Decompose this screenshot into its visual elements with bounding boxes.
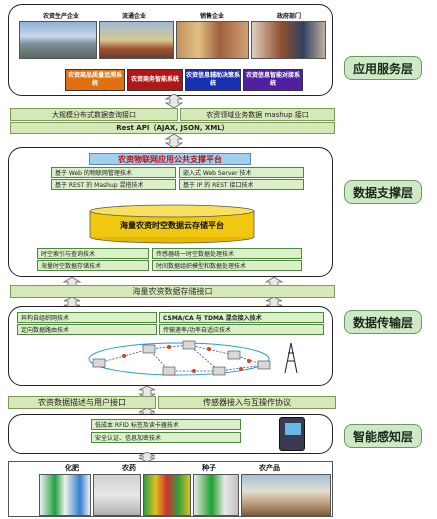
distributed-query-interface: 大规模分布式数据查询接口 — [10, 108, 178, 121]
products-frame: 化肥 农药 种子 农产品 — [8, 461, 333, 517]
platform-tech: 基于 IP 的 REST 接口技术 — [179, 179, 304, 190]
double-arrow-icon — [164, 94, 184, 108]
seed-photo — [193, 474, 239, 516]
transport-tech: 传输速率/功率自适应技术 — [159, 324, 324, 335]
enterprise-label: 销售企业 — [199, 13, 224, 20]
transport-tech: CSMA/CA 与 TDMA 混合接入技术 — [159, 312, 324, 323]
sensor-network-diagram — [88, 340, 298, 376]
factory-photo — [19, 21, 97, 59]
data-support-layer-label: 数据支撑层 — [344, 180, 422, 204]
platform-tech: 基于 REST 的 Mashup 混搭技术 — [51, 179, 176, 190]
fertilizer-photo — [39, 474, 91, 516]
traceability-system[interactable]: 农资商品质量追溯系统 — [65, 69, 125, 91]
storage-tech: 时间数据组织模型和数据处理技术 — [152, 260, 302, 271]
rfid-reader-icon — [279, 417, 305, 451]
double-arrow-icon — [138, 386, 156, 398]
mashup-interface: 农资领域业务数据 mashup 接口 — [180, 108, 335, 121]
agri-product-photo — [241, 474, 331, 516]
product-label-seed: 种子 — [202, 464, 216, 472]
perception-tech: 低成本 RFID 标签及读卡器技术 — [91, 419, 241, 430]
storage-tech: 时空索引与查询技术 — [37, 248, 149, 259]
transport-tech: 定向数据路由技术 — [17, 324, 157, 335]
logistics-photo — [99, 21, 174, 59]
perception-layer-label: 智能感知层 — [344, 424, 422, 448]
product-label-fertilizer: 化肥 — [65, 464, 79, 472]
storage-tech: 海量时空数据存储技术 — [37, 260, 149, 271]
transport-tech: 异构自组织网技术 — [17, 312, 157, 323]
pesticide-photo — [93, 474, 141, 516]
double-arrow-icon — [164, 134, 184, 148]
platform-tech: 嵌入式 Web Server 技术 — [179, 167, 304, 178]
enterprise-label: 政府部门 — [276, 13, 301, 20]
product-label-agri-product: 农产品 — [259, 464, 280, 472]
enterprise-label: 农资生产企业 — [42, 13, 79, 20]
storage-interface-bar: 海量农资数据存储接口 — [10, 285, 335, 298]
perception-frame: 低成本 RFID 标签及读卡器技术 安全认证、信息加密技术 — [8, 414, 333, 454]
business-intelligence-system[interactable]: 农资商务智能系统 — [127, 69, 183, 91]
decision-support-system[interactable]: 农资信息辅助决策系统 — [185, 69, 241, 91]
platform-tech: 基于 Web 的物联网管理技术 — [51, 167, 176, 178]
database-cylinder-icon — [89, 204, 255, 244]
user-interface-bar: 农资数据描述与用户接口 — [8, 396, 156, 409]
application-layer-label: 应用服务层 — [344, 56, 422, 80]
data-transport-frame: 异构自组织网技术 CSMA/CA 与 TDMA 混合接入技术 定向数据路由技术 … — [8, 306, 333, 386]
storage-tech: 传感器统一时空数据处理技术 — [152, 248, 302, 259]
government-photo — [251, 21, 326, 59]
storage-platform-label: 海量农资时空数据云存储平台 — [120, 221, 224, 230]
sensor-protocol-bar: 传感器接入与互操作协议 — [158, 396, 336, 409]
data-transport-layer-label: 数据传输层 — [344, 310, 422, 334]
enterprise-label: 流通企业 — [121, 13, 146, 20]
application-layer-frame: 农资生产企业 流通企业 销售企业 政府部门 农资商品质量追溯系统 农资商务智能系… — [8, 4, 333, 96]
data-support-frame: 农资物联网应用公共支撑平台 基于 Web 的物联网管理技术 嵌入式 Web Se… — [8, 147, 333, 277]
retail-photo — [176, 21, 249, 59]
matching-system[interactable]: 农资信息智能对接系统 — [243, 69, 303, 91]
perception-tech: 安全认证、信息加密技术 — [91, 432, 241, 443]
platform-title: 农资物联网应用公共支撑平台 — [89, 153, 251, 165]
double-arrow-icon — [138, 452, 156, 462]
rest-api-bar: Rest API（AJAX, JSON, XML） — [10, 122, 335, 134]
pesticide-bottles-photo — [143, 474, 191, 516]
product-label-pesticide: 农药 — [122, 464, 136, 472]
